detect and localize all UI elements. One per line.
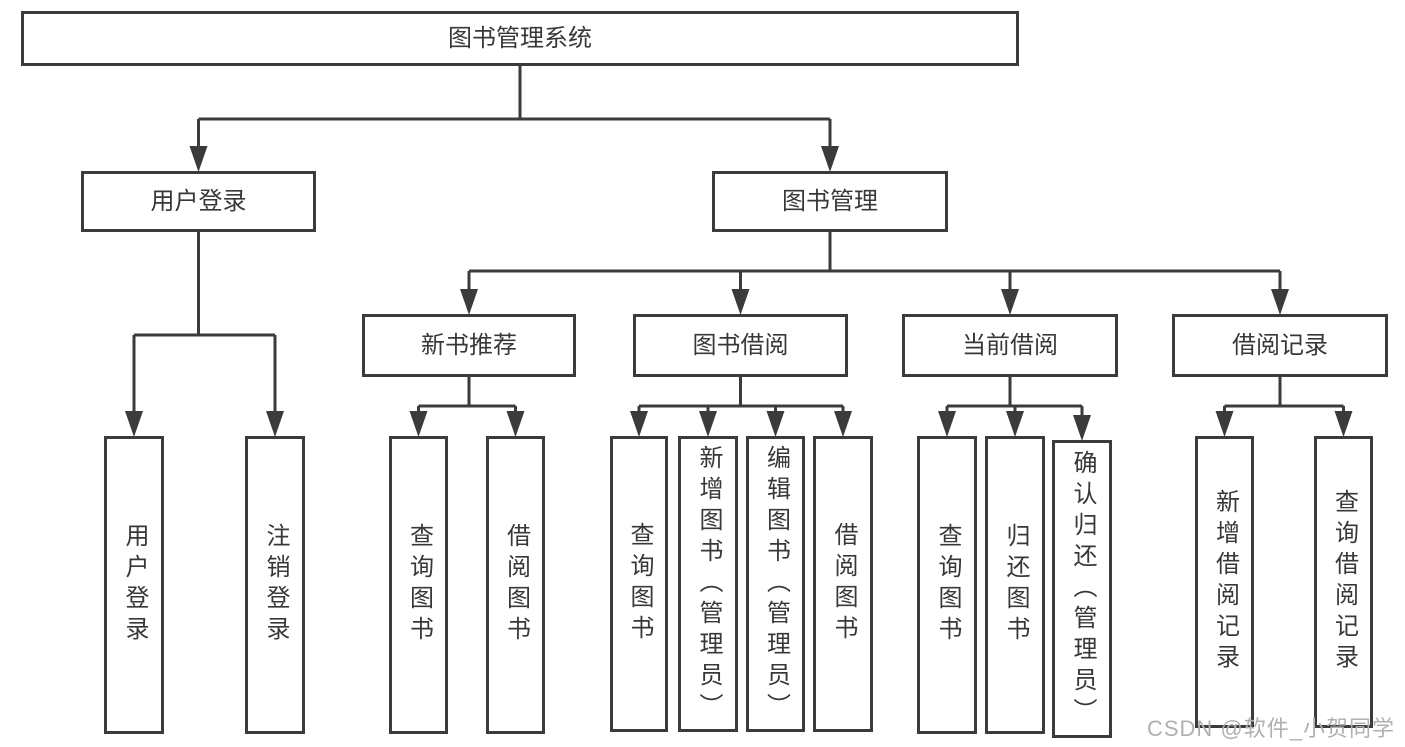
arrowhead-icon [821, 146, 839, 172]
node-label-leaf-query-1: 查询图书 [405, 523, 433, 647]
node-leaf-logout: 注销登录 [245, 436, 305, 734]
node-label-leaf-add-book: 新增图书（管理员） [695, 444, 722, 724]
node-label-leaf-query-record: 查询借阅记录 [1330, 489, 1358, 675]
node-label-leaf-return: 归还图书 [1002, 523, 1029, 647]
node-leaf-add-record: 新增借阅记录 [1195, 436, 1254, 728]
arrowhead-icon [630, 411, 648, 437]
arrowhead-icon [1334, 411, 1353, 437]
node-label-leaf-edit-book: 编辑图书（管理员） [762, 444, 790, 724]
node-leaf-query-2: 查询图书 [610, 436, 668, 732]
arrowhead-icon [766, 411, 785, 437]
arrowhead-icon [834, 411, 852, 437]
node-lv3-book-borrow: 图书借阅 [633, 314, 848, 377]
node-label-leaf-logout: 注销登录 [262, 523, 289, 647]
node-label-lv3-borrow-records: 借阅记录 [1232, 331, 1328, 359]
node-label-leaf-query-3: 查询图书 [934, 523, 961, 647]
node-label-leaf-borrow-2: 借阅图书 [830, 522, 857, 646]
arrowhead-icon [409, 411, 428, 437]
arrowhead-icon [506, 411, 525, 437]
node-label-lv3-new-book: 新书推荐 [421, 331, 517, 359]
arrowhead-icon [1271, 289, 1289, 315]
node-leaf-user-login: 用户登录 [104, 436, 164, 734]
node-leaf-query-3: 查询图书 [917, 436, 977, 734]
node-leaf-return: 归还图书 [985, 436, 1045, 734]
node-label-root: 图书管理系统 [448, 24, 592, 52]
node-label-leaf-user-login: 用户登录 [121, 523, 148, 647]
arrowhead-icon [1073, 415, 1091, 441]
node-leaf-add-book: 新增图书（管理员） [678, 436, 738, 732]
node-label-lv2-book-mgmt: 图书管理 [782, 187, 878, 215]
arrowhead-icon [125, 411, 143, 437]
node-lv3-current-borrow: 当前借阅 [902, 314, 1118, 377]
arrowhead-icon [1215, 411, 1234, 437]
node-label-leaf-query-2: 查询图书 [626, 522, 653, 646]
arrowhead-icon [938, 411, 956, 437]
arrowhead-icon [699, 411, 717, 437]
node-label-lv2-user-login: 用户登录 [150, 187, 247, 215]
node-lv3-new-book: 新书推荐 [362, 314, 576, 377]
node-leaf-borrow-2: 借阅图书 [813, 436, 873, 732]
node-leaf-borrow-1: 借阅图书 [486, 436, 545, 734]
node-leaf-query-1: 查询图书 [389, 436, 448, 734]
arrowhead-icon [731, 289, 750, 315]
watermark: CSDN @软件_小贺同学 [1146, 716, 1395, 741]
node-label-lv3-book-borrow: 图书借阅 [692, 331, 789, 359]
node-label-lv3-current-borrow: 当前借阅 [962, 331, 1058, 359]
node-label-leaf-borrow-1: 借阅图书 [502, 523, 530, 647]
arrowhead-icon [189, 146, 208, 172]
arrowhead-icon [266, 411, 284, 437]
arrowhead-icon [1001, 289, 1019, 315]
node-root: 图书管理系统 [21, 11, 1019, 66]
node-lv2-book-mgmt: 图书管理 [712, 171, 948, 232]
node-label-leaf-confirm-return: 确认归还（管理员） [1069, 449, 1096, 729]
arrowhead-icon [460, 289, 478, 315]
node-lv3-borrow-records: 借阅记录 [1172, 314, 1388, 377]
node-leaf-query-record: 查询借阅记录 [1314, 436, 1373, 728]
node-lv2-user-login: 用户登录 [81, 171, 316, 232]
node-leaf-confirm-return: 确认归还（管理员） [1052, 440, 1112, 738]
node-label-leaf-add-record: 新增借阅记录 [1211, 489, 1239, 675]
arrowhead-icon [1006, 411, 1024, 437]
node-leaf-edit-book: 编辑图书（管理员） [746, 436, 805, 732]
